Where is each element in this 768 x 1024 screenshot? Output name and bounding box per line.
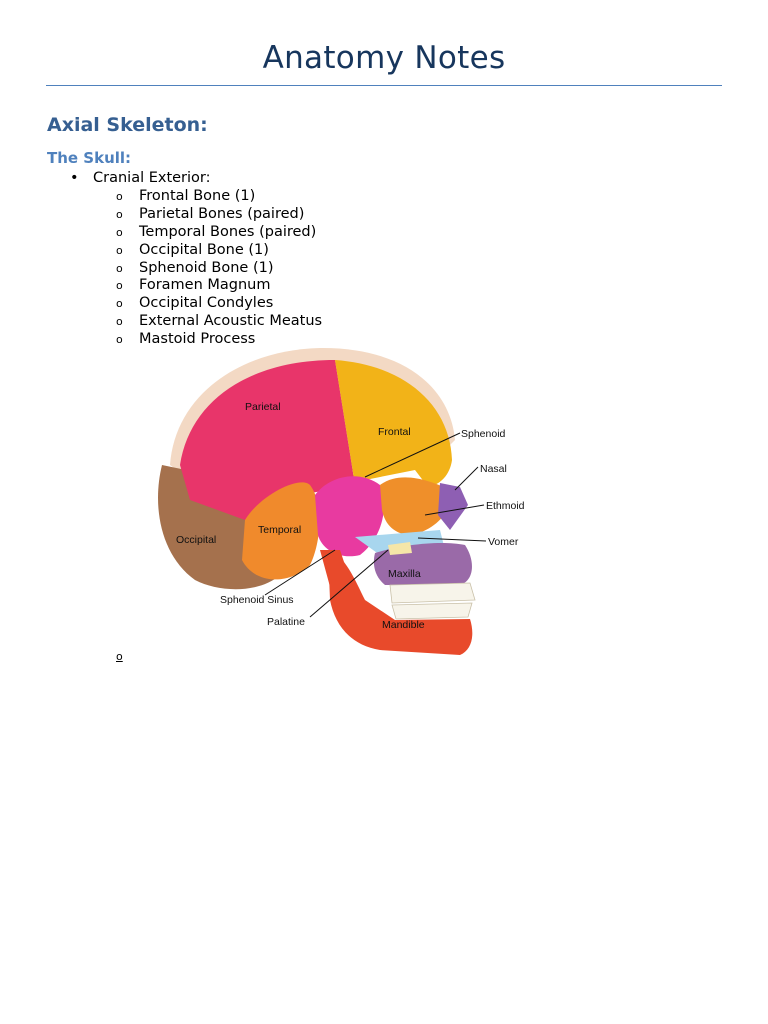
document-title: Anatomy Notes: [262, 40, 506, 76]
subsection-heading: The Skull:: [47, 149, 132, 167]
list-item-text: Mastoid Process: [139, 331, 256, 348]
list-marker: o: [116, 333, 123, 347]
list-marker: o: [116, 190, 123, 203]
mandible-ramus: [320, 550, 355, 605]
label-maxilla: Maxilla: [388, 568, 421, 580]
label-ethmoid: Ethmoid: [486, 500, 525, 512]
nasal-region: [438, 483, 468, 530]
leader-lines: [264, 432, 487, 618]
list-item-text: Foramen Magnum: [139, 277, 271, 294]
label-palatine: Palatine: [267, 616, 305, 628]
label-mandible: Mandible: [382, 619, 425, 631]
list-marker: o: [116, 279, 123, 293]
list-marker: o: [116, 297, 123, 311]
list-item-text: Sphenoid Bone (1): [139, 259, 274, 276]
temporal-region: [242, 482, 320, 580]
list-item-text: Occipital Bone (1): [139, 241, 269, 258]
title-underline: [46, 85, 722, 86]
bullet-marker: •: [70, 170, 79, 186]
label-frontal: Frontal: [378, 426, 411, 438]
label-sphenoid-sinus: Sphenoid Sinus: [220, 594, 294, 606]
label-parietal: Parietal: [245, 401, 281, 413]
list-marker: o: [116, 225, 123, 239]
list-item-text: External Acoustic Meatus: [139, 313, 323, 330]
parietal-region: [180, 360, 355, 520]
label-nasal: Nasal: [480, 463, 507, 475]
label-temporal: Temporal: [258, 524, 301, 536]
list-item-text: Occipital Condyles: [139, 295, 274, 312]
frontal-region: [335, 360, 452, 487]
skull-diagram: Parietal Frontal Sphenoid Nasal Ethmoid …: [158, 347, 525, 655]
list-marker: o: [116, 315, 123, 329]
list-marker: o: [116, 243, 123, 257]
upper-teeth: [389, 582, 476, 604]
list-item-text: Frontal Bone (1): [139, 188, 256, 204]
ethmoid-region: [380, 477, 451, 535]
bullet-text: Cranial Exterior:: [93, 170, 211, 186]
label-sphenoid: Sphenoid: [461, 428, 506, 440]
list-item-text: Temporal Bones (paired): [139, 223, 317, 240]
label-vomer: Vomer: [488, 536, 519, 548]
list-marker: o: [116, 207, 123, 221]
lower-teeth: [391, 602, 473, 620]
label-occipital: Occipital: [176, 534, 216, 546]
palatine-region: [388, 542, 412, 555]
list-item-text: Parietal Bones (paired): [139, 205, 305, 222]
list-marker: o: [116, 261, 123, 275]
mandible-region: [328, 550, 473, 655]
section-heading: Axial Skeleton:: [47, 114, 208, 136]
empty-list-marker: o: [116, 650, 123, 663]
